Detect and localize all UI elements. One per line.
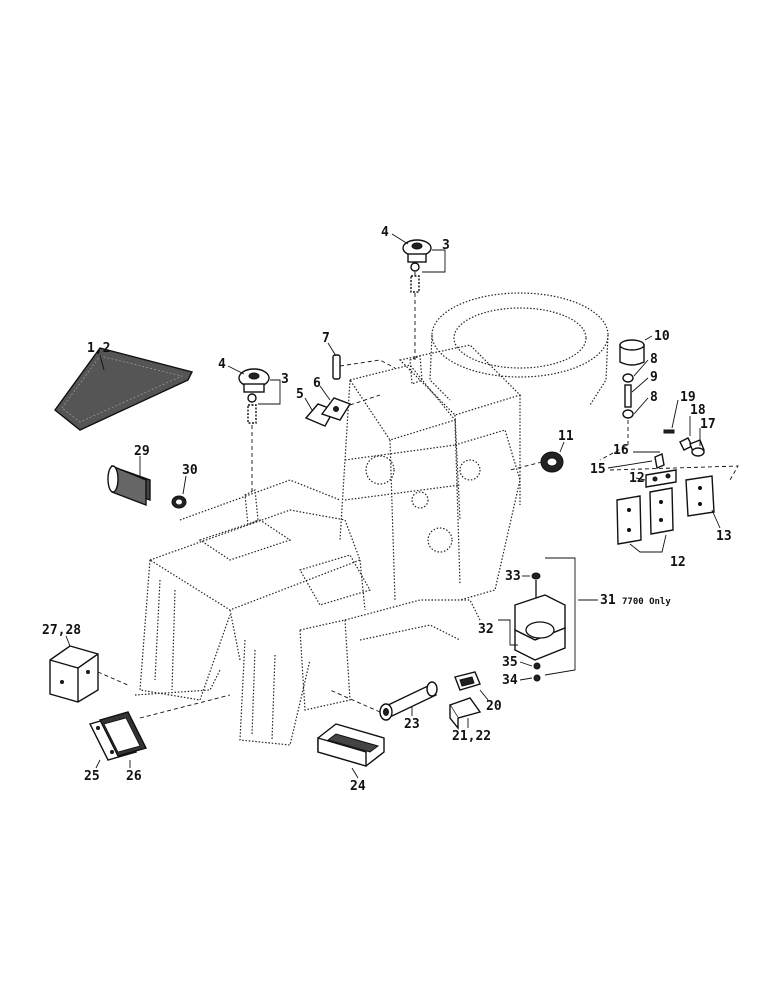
label-13: 13 [716, 529, 732, 544]
part-cover-plate: 5 6 [296, 376, 381, 427]
label-26: 26 [126, 769, 142, 784]
label-12-upper: 12 [629, 471, 645, 486]
label-33: 33 [505, 569, 521, 584]
label-15: 15 [590, 462, 606, 477]
part-access-panel: 25 26 [84, 694, 231, 784]
label-31: 31 [600, 593, 616, 608]
part-mount-stack: 10 8 9 8 [599, 329, 670, 461]
label-4-left: 4 [218, 357, 226, 372]
label-19: 19 [680, 390, 696, 405]
label-21-22: 21,22 [452, 729, 491, 744]
label-6: 6 [313, 376, 321, 391]
label-8-top: 8 [650, 352, 658, 367]
label-8-bottom: 8 [650, 390, 658, 405]
label-20: 20 [486, 699, 502, 714]
tractor-frame [134, 292, 609, 746]
label-24: 24 [350, 779, 366, 794]
label-3-left: 3 [281, 372, 289, 387]
label-25: 25 [84, 769, 100, 784]
part-hardware-cluster: 16 15 19 18 17 [590, 390, 716, 477]
label-12-lower: 12 [670, 555, 686, 570]
label-7: 7 [322, 331, 330, 346]
label-5: 5 [296, 387, 304, 402]
part-brackets: 12 12 13 [609, 465, 739, 570]
label-10: 10 [654, 329, 670, 344]
label-11: 11 [558, 429, 574, 444]
part-filter-cylinder: 29 30 [107, 444, 198, 509]
label-3-upper: 3 [442, 238, 450, 253]
label-17: 17 [700, 417, 716, 432]
label-1-2: 1,2 [87, 341, 110, 356]
label-9: 9 [650, 370, 658, 385]
label-29: 29 [134, 444, 150, 459]
label-18: 18 [690, 403, 706, 418]
part-tube: 23 [329, 681, 438, 732]
part-gear: 11 [509, 429, 574, 473]
label-16: 16 [613, 443, 629, 458]
part-corner-bracket: 27,28 [42, 623, 131, 703]
part-rod: 7 [322, 331, 396, 380]
label-30: 30 [182, 463, 198, 478]
label-23: 23 [404, 717, 420, 732]
part-upper-mount-right: 4 3 [381, 225, 450, 360]
label-35: 35 [502, 655, 518, 670]
label-31-note: 7700 Only [622, 597, 671, 607]
part-floor-mat: 1,2 [54, 341, 194, 431]
label-32: 32 [478, 622, 494, 637]
part-step: 24 [317, 723, 385, 794]
part-upper-mount-left: 4 3 [218, 357, 289, 495]
label-34: 34 [502, 673, 518, 688]
part-small-plates: 20 21,22 [448, 671, 502, 744]
part-clamp-assembly: 33 31 7700 Only 32 35 34 [478, 557, 671, 688]
label-27-28: 27,28 [42, 623, 81, 638]
label-4-upper: 4 [381, 225, 389, 240]
